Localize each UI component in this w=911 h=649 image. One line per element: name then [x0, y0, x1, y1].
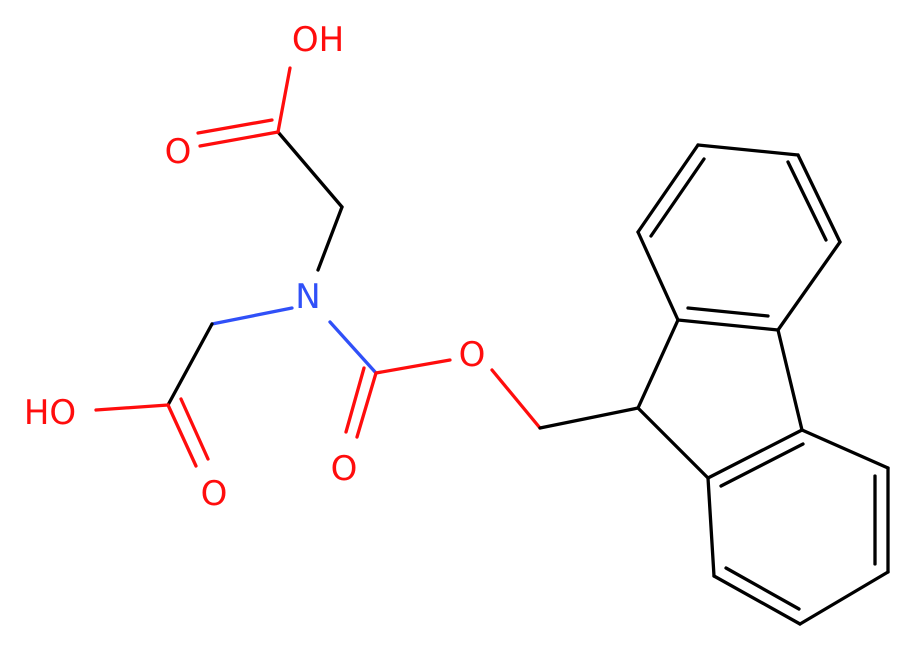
bond-c-left-to-ho: [94, 403, 170, 412]
bond-c-carbamate-double-o-1: [355, 371, 378, 439]
bond-upper-ring-3-inner: [786, 160, 828, 242]
bond-upper-ring-1-inner: [686, 306, 770, 318]
atom-label-n: N: [295, 277, 320, 317]
bond-lower-ring-5-inner: [724, 566, 801, 611]
bond-c-left-double-o-2: [179, 397, 210, 461]
bond-lower-ring-6: [706, 476, 716, 578]
bond-ch2-top-to-c-top: [276, 130, 344, 209]
atom-label-o-carbonyl: O: [331, 449, 358, 489]
atom-label-oh-top: OH: [292, 20, 344, 60]
atom-label-o-ester: O: [459, 335, 486, 375]
bond-c4a-to-c4b: [776, 328, 804, 432]
atom-label-ho-left: HO: [24, 393, 76, 433]
bond-c-left-double-o-1: [166, 403, 198, 468]
bond-upper-ring-1: [676, 318, 780, 332]
atom-label-o-top: O: [165, 132, 192, 172]
bond-ch2-top-to-n: [316, 205, 344, 272]
bond-lower-ring-1-inner: [719, 442, 805, 488]
bond-lower-ring-1: [706, 428, 804, 480]
bond-upper-ring-5: [636, 143, 700, 234]
bond-upper-ring-6: [636, 230, 680, 322]
bond-upper-ring-2: [776, 240, 842, 332]
bond-c-top-double-o-2: [196, 118, 274, 135]
bond-ch2-left-to-c-left: [166, 322, 214, 407]
bond-lower-ring-4: [798, 570, 890, 626]
bond-c9-to-c9a: [636, 318, 680, 410]
atom-label-o-left: O: [201, 474, 228, 514]
bond-lower-ring-5: [712, 574, 802, 626]
bond-ch2-to-c9: [538, 406, 640, 430]
bond-n-to-ch2-left: [210, 306, 294, 326]
bond-c9-to-c8a: [636, 406, 710, 480]
bond-c-carbamate-double-o-2: [344, 366, 366, 434]
bond-upper-ring-4: [696, 143, 800, 157]
bond-c-top-to-oh: [276, 66, 292, 134]
bond-upper-ring-5-inner: [649, 157, 706, 238]
bond-o-ester-to-ch2: [490, 368, 542, 430]
bond-upper-ring-3: [796, 153, 842, 244]
bond-lower-ring-2: [800, 428, 890, 470]
bond-c-carbamate-to-o-ester: [374, 358, 452, 375]
bond-n-to-c-carbamate: [328, 320, 378, 375]
bond-c-top-double-o-1: [198, 130, 280, 148]
